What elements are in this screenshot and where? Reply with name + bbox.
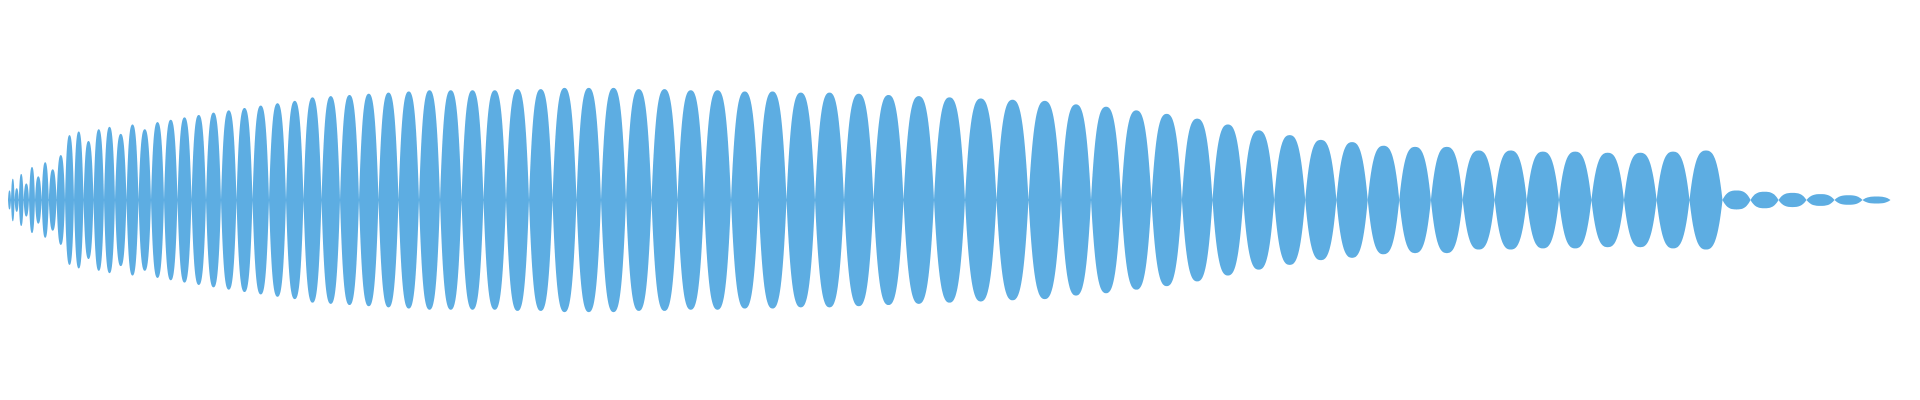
waveform-lobe [1151,113,1182,287]
waveform-lobe [138,129,151,271]
waveform-lobe [873,94,904,306]
waveform-lobe [1462,150,1495,250]
waveform-lobe [1181,118,1213,282]
waveform-lobe [1121,110,1152,290]
waveform-lobe [93,129,104,271]
waveform-lobe [74,131,84,269]
waveform-lobe [758,91,787,309]
waveform-lobe [41,162,49,238]
waveform-lobe [1862,196,1891,204]
waveform-lobe [18,174,24,226]
waveform-lobe [56,155,65,245]
waveform-lobe [1336,142,1368,258]
waveform-lobe [1591,152,1624,248]
waveform-lobe [83,141,94,259]
waveform-lobe [359,93,379,307]
waveform-lobe [35,176,42,224]
waveform-lobe [115,133,127,267]
waveform-lobe [419,90,440,310]
waveform-lobe [104,126,115,274]
waveform-lobe [1243,130,1275,270]
waveform-lobe [815,92,844,308]
waveform-lobe [1430,146,1463,254]
waveform-lobe [677,90,704,310]
waveform-lobe [1778,192,1807,208]
waveform-lobe [1028,100,1061,300]
waveform-lobe [440,90,462,310]
waveform-lobe [236,107,253,293]
waveform-lobe [65,135,74,265]
waveform-lobe [48,169,57,231]
waveform-lobe [8,190,11,210]
waveform-lobe [126,124,139,276]
waveform-lobe [1367,145,1400,255]
waveform-lobe [844,93,874,307]
waveform-lobe [321,96,340,304]
waveform-lobe [1722,190,1751,210]
waveform-lobe [1274,135,1306,265]
waveform-lobe [1399,146,1431,254]
waveform-lobe [1834,195,1863,205]
waveform-lobes [8,87,1891,313]
waveform-lobe [1689,150,1723,250]
waveform-lobe [303,97,322,303]
waveform-lobe [1526,151,1559,249]
waveform-lobe [996,99,1029,301]
waveform-lobe [506,89,529,311]
waveform-lobe [398,91,419,309]
waveform-lobe [1212,124,1244,276]
waveform-lobe [151,122,164,278]
waveform-lobe [731,91,759,309]
waveform-lobe [1623,152,1657,248]
waveform-lobe [461,90,484,310]
waveform-lobe [483,90,506,310]
waveform-lobe [177,117,192,283]
waveform-lobe [529,89,553,311]
waveform-lobe [14,188,19,212]
waveform-lobe [1061,104,1091,296]
waveform-lobe [552,87,577,313]
waveform-lobe [23,183,29,217]
waveform-lobe [252,105,269,295]
waveform-lobe [1305,139,1337,261]
waveform-lobe [340,94,359,306]
waveform-lobe [965,98,997,302]
waveform-lobe [601,87,626,313]
waveform-lobe [191,115,206,285]
waveform-lobe [206,112,221,288]
waveform-lobe [1750,191,1779,209]
waveform-lobe [1494,150,1527,250]
waveform-lobe [221,110,237,290]
waveform-lobe [1656,151,1690,249]
waveform-lobe [651,89,678,311]
waveform-lobe [378,92,399,308]
waveform-lobe [11,178,15,222]
waveform-lobe [269,103,286,297]
waveform-lobe [1806,194,1835,206]
waveform-lobe [903,96,934,304]
waveform-lobe [1091,106,1122,294]
waveform-lobe [704,90,731,310]
waveform-lobe [164,119,178,281]
waveform-lobe [626,89,652,311]
waveform-lobe [576,87,601,313]
waveform-lobe [786,92,815,308]
waveform-lobe [29,166,35,234]
waveform-lobe [934,97,965,303]
waveform-lobe [1559,151,1592,249]
waveform-lobe [286,100,304,300]
